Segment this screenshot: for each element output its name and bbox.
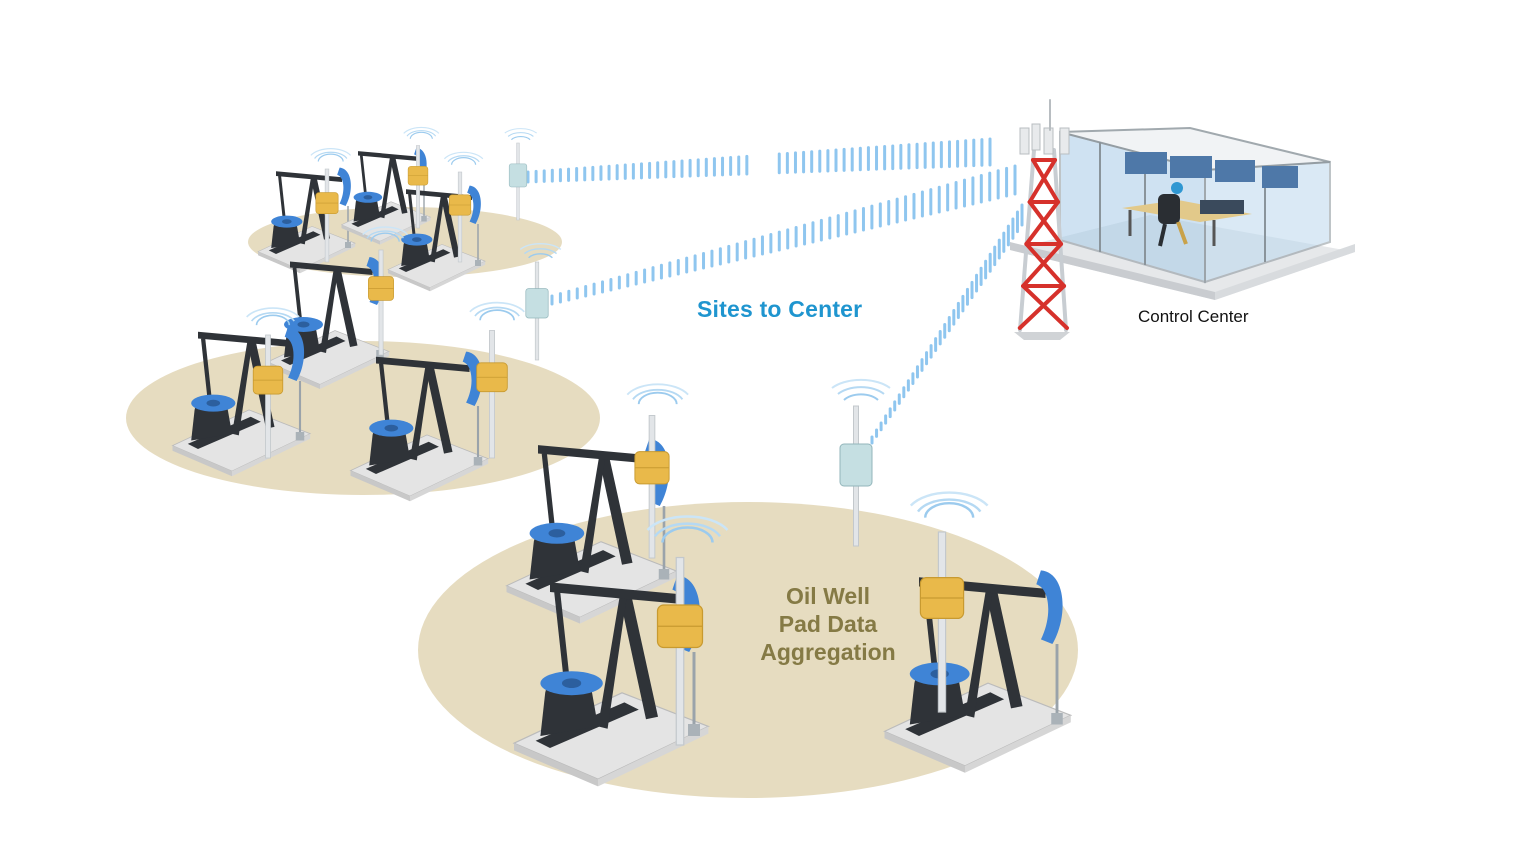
tower-lattice-segment (1031, 158, 1060, 204)
tower-lattice-segment (1024, 242, 1066, 288)
wireless-signal-icon (526, 137, 1024, 445)
sites-to-center-label: Sites to Center (697, 296, 863, 322)
cell-tower-icon (1014, 99, 1070, 340)
pad-data-aggregation-label: Oil Well Pad Data Aggregation (738, 582, 918, 666)
radio-antenna-icon (504, 128, 538, 221)
pad-label-line-2: Pad Data (778, 611, 878, 637)
tower-lattice-segment (1021, 284, 1069, 330)
tower-lattice-segment (1027, 158, 1057, 204)
tower-lattice-segment (1021, 242, 1063, 288)
control-center-label: Control Center (1138, 307, 1249, 326)
tower-lattice-segment (1017, 284, 1066, 330)
operator-icon (1158, 182, 1188, 247)
pad-label-line-1: Oil Well (786, 583, 870, 609)
pad-label-line-3: Aggregation (760, 639, 896, 665)
control-room-icon (1010, 126, 1355, 300)
tower-lattice-segment (1024, 200, 1060, 246)
tower-lattice-segment (1027, 200, 1063, 246)
